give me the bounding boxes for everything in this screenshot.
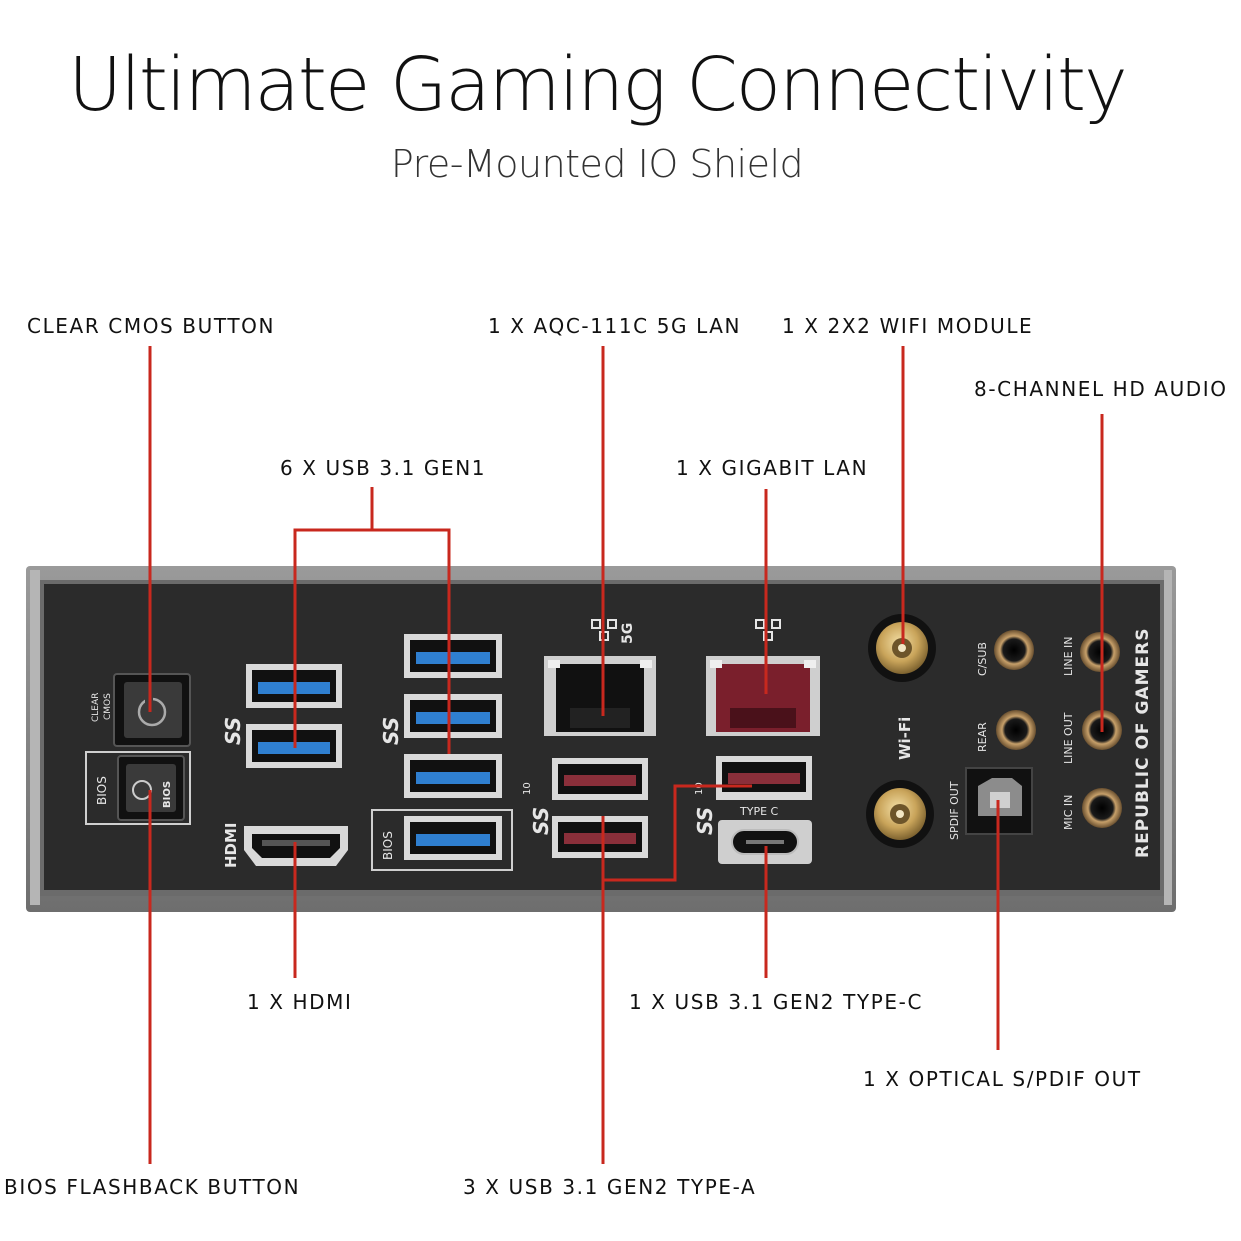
usb-port-gen2-a-1[interactable] xyxy=(552,758,648,800)
callout-aqc-lan: 1 X AQC-111C 5G LAN xyxy=(488,314,742,338)
callout-clear-cmos: CLEAR CMOS BUTTON xyxy=(27,314,276,338)
callout-optical: 1 X OPTICAL S/PDIF OUT xyxy=(863,1067,1142,1091)
label-cmos: CMOS xyxy=(103,693,113,720)
callout-usb-typec: 1 X USB 3.1 GEN2 TYPE-C xyxy=(629,990,924,1014)
callout-usb-typea: 3 X USB 3.1 GEN2 TYPE-A xyxy=(463,1175,757,1199)
usb-port-bios[interactable] xyxy=(404,816,502,860)
label-clear: CLEAR xyxy=(91,693,101,722)
usb-port-gen1-3[interactable] xyxy=(404,634,502,678)
clear-cmos-button[interactable] xyxy=(113,673,191,747)
label-bios-button: BIOS xyxy=(162,781,173,808)
label-bios-left: BIOS xyxy=(95,776,109,805)
page-subtitle: Pre-Mounted IO Shield xyxy=(390,142,804,186)
callout-wifi: 1 X 2X2 WIFI MODULE xyxy=(782,314,1034,338)
usb-port-gen2-a-2[interactable] xyxy=(552,816,648,858)
label-c-sub: C/SUB xyxy=(976,642,989,676)
label-rear: REAR xyxy=(976,722,989,752)
usb-port-gen2-a-3[interactable] xyxy=(716,756,812,800)
bios-flashback-button[interactable]: BIOS xyxy=(117,755,185,821)
label-line-in: LINE IN xyxy=(1062,636,1075,676)
lan-port-5g[interactable] xyxy=(544,656,656,736)
label-line-out: LINE OUT xyxy=(1062,712,1075,764)
wifi-antenna-1[interactable] xyxy=(868,614,936,682)
audio-jack-csub[interactable] xyxy=(994,630,1034,670)
callout-hdmi: 1 X HDMI xyxy=(247,990,353,1014)
ss-logo-1: SS xyxy=(221,717,245,745)
ss10-number-1: 10 xyxy=(522,782,533,795)
line-usb-gen1-right xyxy=(372,528,451,754)
label-bios-usb: BIOS xyxy=(381,831,395,860)
label-mic-in: MIC IN xyxy=(1062,795,1075,830)
bios-usb-frame xyxy=(371,809,513,871)
label-spdif-out: SPDIF OUT xyxy=(948,781,961,840)
wifi-antenna-2[interactable] xyxy=(866,780,934,848)
line-usb-gen1-left xyxy=(293,487,374,748)
callout-audio: 8-CHANNEL HD AUDIO xyxy=(974,377,1228,401)
line-usb-gen2-a-branch xyxy=(603,784,752,882)
ss-logo-2: SS xyxy=(379,717,403,745)
callout-usb31-gen1: 6 X USB 3.1 GEN1 xyxy=(280,456,487,480)
label-5g: 5G xyxy=(620,623,636,644)
lan-gigabit-icon xyxy=(755,619,781,641)
usb-typec-port[interactable] xyxy=(718,820,812,864)
ss10-number-2: 10 xyxy=(694,782,705,795)
ss10-logo-2: SS xyxy=(693,807,717,835)
callout-bios-flashback: BIOS FLASHBACK BUTTON xyxy=(4,1175,301,1199)
callout-lines xyxy=(148,346,1104,1164)
label-wifi: Wi-Fi xyxy=(896,717,914,760)
usb-port-gen1-4[interactable] xyxy=(404,694,502,738)
page-title: Ultimate Gaming Connectivity xyxy=(68,42,1128,128)
label-hdmi: HDMI xyxy=(222,822,240,868)
usb-port-gen1-5[interactable] xyxy=(404,754,502,798)
audio-jack-line-in[interactable] xyxy=(1080,632,1120,672)
ss10-logo-1: SS xyxy=(529,807,553,835)
brand-text: REPUBLIC OF GAMERS xyxy=(1133,628,1153,858)
bios-frame xyxy=(85,751,191,825)
lan-port-gigabit[interactable] xyxy=(706,656,820,736)
audio-jack-rear[interactable] xyxy=(996,710,1036,750)
label-type-c: TYPE C xyxy=(739,805,779,818)
audio-jack-mic-in[interactable] xyxy=(1082,788,1122,828)
callout-gigabit-lan: 1 X GIGABIT LAN xyxy=(676,456,869,480)
